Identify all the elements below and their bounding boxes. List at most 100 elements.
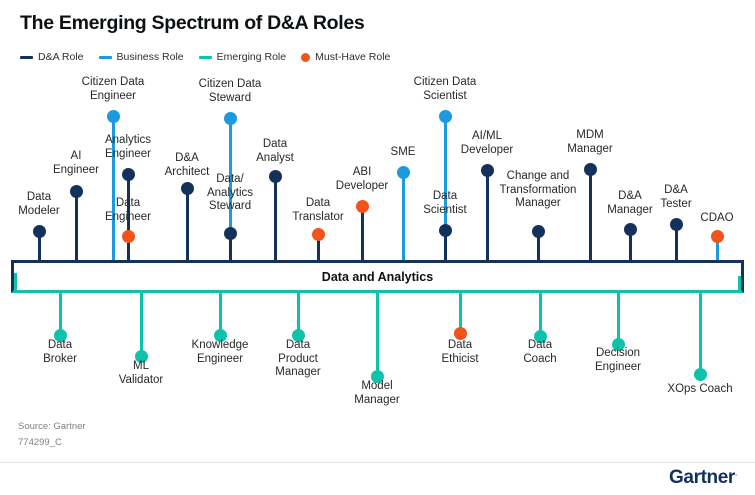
gartner-logo-mark: .: [734, 467, 738, 478]
role-stem-cdao: [715, 234, 719, 262]
role-marker-decision-engineer[interactable]: [611, 338, 625, 351]
role-marker-citizen-data-engineer[interactable]: [106, 110, 120, 123]
role-label-data-engineer: Data Engineer: [104, 197, 152, 223]
legend-item-must-have-role: Must-Have Role: [301, 52, 390, 63]
legend-line-icon: [20, 55, 33, 59]
role-stem-d-a-architect: [185, 186, 189, 262]
central-bar-label: Data and Analytics: [321, 269, 434, 284]
role-stem-data-modeler: [37, 229, 41, 262]
role-label-data-coach: Data Coach: [523, 339, 557, 365]
role-marker-sme[interactable]: [396, 166, 410, 179]
legend: D&A Role Business Role Emerging Role Must-H…: [20, 52, 390, 63]
role-stem-data-ethicist: [458, 291, 462, 329]
role-stem-ai-engineer: [74, 189, 78, 262]
legend-item-emerging-role: Emerging Role: [198, 51, 287, 63]
role-stem-data-translator: [316, 232, 320, 262]
role-stem-xops-coach: [698, 291, 702, 370]
role-label-change-and-transformation-manager: Change and Transformation Manager: [499, 170, 577, 209]
role-marker-ml-validator[interactable]: [134, 350, 148, 363]
role-marker-ai-engineer[interactable]: [69, 185, 83, 198]
role-stem-decision-engineer: [616, 291, 620, 340]
role-marker-knowledge-engineer[interactable]: [213, 329, 227, 342]
role-stem-citizen-data-steward: [228, 116, 232, 262]
role-label-data-ethicist: Data Ethicist: [441, 339, 479, 365]
role-stem-data-coach: [538, 291, 542, 332]
role-label-d-a-tester: D&A Tester: [660, 184, 692, 210]
role-label-citizen-data-engineer: Citizen Data Engineer: [81, 76, 145, 102]
role-label-data-analyst: Data Analyst: [256, 138, 294, 164]
role-label-data-scientist: Data Scientist: [423, 190, 467, 216]
role-marker-data-translator[interactable]: [311, 228, 325, 241]
role-marker-data-coach[interactable]: [533, 330, 547, 343]
legend-item-label: Must-Have Role: [315, 51, 391, 63]
gartner-logo-text: Gartner: [669, 467, 735, 488]
role-stem-model-manager: [375, 291, 379, 372]
role-label-model-manager: Model Manager: [354, 380, 400, 406]
role-label-data-analytics-steward: Data/ Analytics Steward: [206, 173, 254, 212]
role-label-analytics-engineer: Analytics Engineer: [104, 134, 152, 160]
role-marker-data-broker[interactable]: [53, 329, 67, 342]
role-marker-citizen-data-scientist[interactable]: [438, 110, 452, 123]
bar-right-accent: [738, 276, 741, 290]
role-marker-change-and-transformation-manager[interactable]: [531, 225, 545, 238]
legend-item-d-a-role: D&A Role: [20, 52, 84, 63]
role-stem-change-and-transformation-manager: [536, 229, 540, 262]
role-marker-data-ethicist[interactable]: [453, 327, 467, 340]
bar-left-accent: [14, 273, 17, 290]
role-stem-ml-validator: [139, 291, 143, 352]
role-marker-d-a-manager[interactable]: [623, 223, 637, 236]
role-label-data-product-manager: Data Product Manager: [275, 339, 321, 378]
role-label-data-translator: Data Translator: [292, 197, 344, 223]
role-stem-sme: [401, 170, 405, 262]
role-marker-citizen-data-steward[interactable]: [223, 112, 237, 125]
role-label-ai-engineer: AI Engineer: [52, 150, 100, 176]
role-stem-abi-developer: [360, 204, 364, 262]
role-marker-cdao[interactable]: [710, 230, 724, 243]
role-marker-data-analytics-steward[interactable]: [223, 227, 237, 240]
role-label-ml-validator: ML Validator: [118, 360, 164, 386]
role-marker-abi-developer[interactable]: [355, 200, 369, 213]
legend-item-business-role: Business Role: [98, 52, 184, 63]
role-marker-ai-ml-developer[interactable]: [480, 164, 494, 177]
source-note: Source: Gartner: [18, 421, 86, 432]
role-marker-model-manager[interactable]: [370, 370, 384, 383]
role-stem-data-broker: [58, 291, 62, 331]
legend-item-label: Emerging Role: [216, 51, 287, 63]
role-label-xops-coach: XOps Coach: [667, 383, 733, 395]
role-stem-knowledge-engineer: [218, 291, 222, 331]
role-marker-data-scientist[interactable]: [438, 224, 452, 237]
legend-line-icon: [98, 55, 112, 59]
role-marker-analytics-engineer[interactable]: [121, 168, 135, 181]
legend-item-label: D&A Role: [38, 51, 84, 63]
footer-divider: [0, 462, 755, 463]
role-label-d-a-architect: D&A Architect: [164, 152, 210, 178]
role-marker-d-a-tester[interactable]: [669, 218, 683, 231]
role-marker-data-analyst[interactable]: [268, 170, 282, 183]
role-marker-data-product-manager[interactable]: [291, 329, 305, 342]
role-stem-citizen-data-scientist: [443, 114, 447, 262]
role-marker-xops-coach[interactable]: [693, 368, 707, 381]
gartner-logo: Gartner.: [669, 468, 737, 487]
role-label-d-a-manager: D&A Manager: [607, 190, 653, 216]
role-label-ai-ml-developer: AI/ML Developer: [460, 130, 514, 156]
legend-line-icon: [198, 55, 212, 59]
role-label-mdm-manager: MDM Manager: [567, 129, 613, 155]
role-marker-data-engineer[interactable]: [121, 230, 135, 243]
role-marker-mdm-manager[interactable]: [583, 163, 597, 176]
role-label-sme: SME: [390, 146, 416, 158]
role-label-data-broker: Data Broker: [43, 339, 77, 365]
role-label-data-modeler: Data Modeler: [18, 191, 60, 217]
role-marker-data-modeler[interactable]: [32, 225, 46, 238]
role-stem-data-analyst: [273, 174, 277, 262]
role-label-citizen-data-steward: Citizen Data Steward: [198, 78, 262, 104]
central-data-and-analytics-bar: Data and Analytics: [11, 260, 744, 293]
role-label-knowledge-engineer: Knowledge Engineer: [191, 339, 249, 365]
role-stem-ai-ml-developer: [485, 168, 489, 262]
role-label-decision-engineer: Decision Engineer: [594, 347, 642, 373]
role-stem-d-a-tester: [674, 222, 678, 262]
role-stem-mdm-manager: [588, 167, 592, 262]
role-marker-d-a-architect[interactable]: [180, 182, 194, 195]
role-label-citizen-data-scientist: Citizen Data Scientist: [413, 76, 477, 102]
chart-id: 774299_C: [18, 437, 62, 448]
